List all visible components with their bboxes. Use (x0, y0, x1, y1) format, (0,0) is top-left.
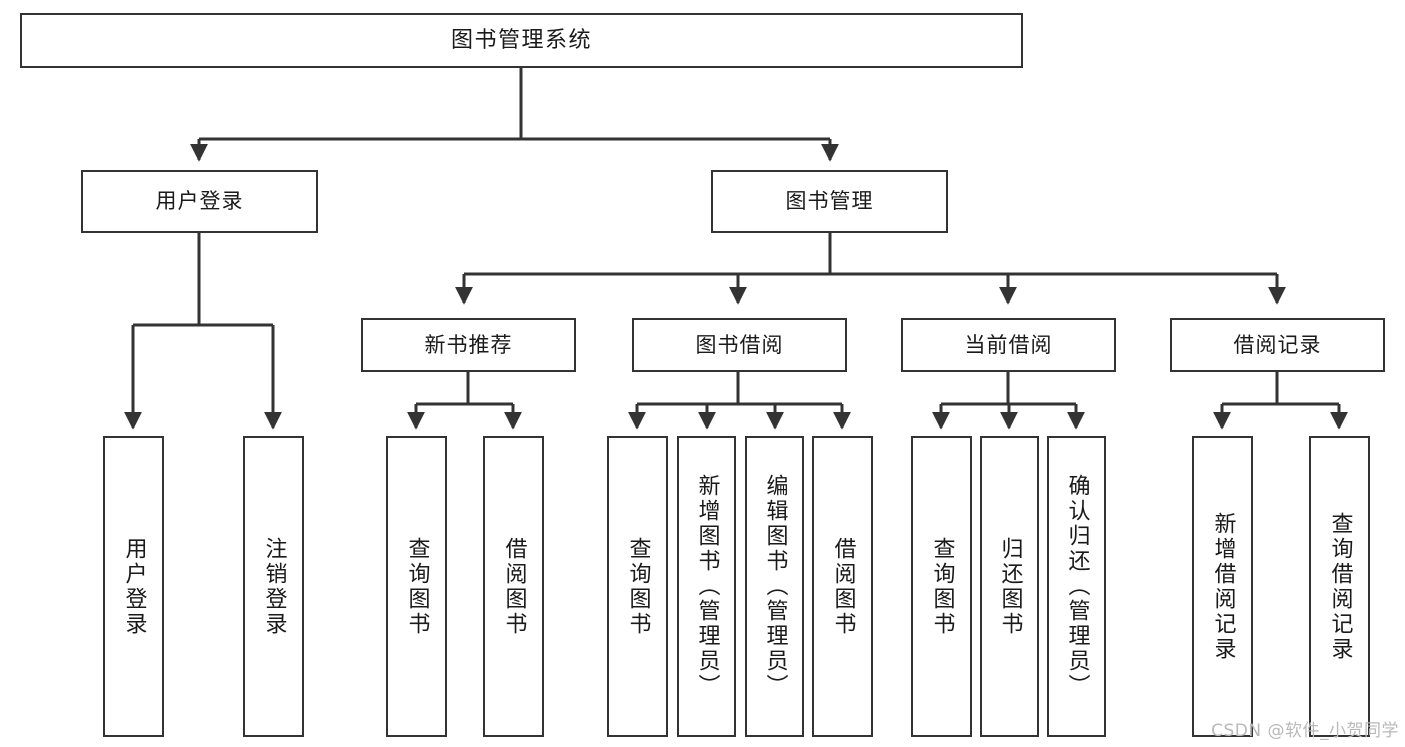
csdn-watermark: CSDN @软件_小贺同学 (1211, 721, 1399, 741)
node-label: 新书推荐 (424, 332, 513, 357)
node-label: 新增借阅记录 (1210, 511, 1236, 662)
leaf-user-login-login[interactable]: 用户登录 (103, 436, 164, 737)
node-label: 借阅记录 (1233, 332, 1322, 357)
node-label: 用户登录 (155, 189, 244, 214)
leaf-recommend-query-book[interactable]: 查询图书 (386, 436, 447, 737)
leaf-borrow-edit-book-admin[interactable]: 编辑图书（管理员） (745, 436, 804, 737)
node-label: 查询借阅记录 (1327, 511, 1353, 662)
leaf-borrow-borrow-book[interactable]: 借阅图书 (812, 436, 873, 737)
leaf-recommend-borrow-book[interactable]: 借阅图书 (483, 436, 544, 737)
leaf-record-query-record[interactable]: 查询借阅记录 (1309, 436, 1370, 737)
node-label: 查询图书 (929, 536, 955, 637)
node-label: 注销登录 (261, 536, 287, 637)
leaf-current-confirm-return-admin[interactable]: 确认归还（管理员） (1047, 436, 1106, 737)
node-book-borrow[interactable]: 图书借阅 (632, 318, 847, 372)
node-label: 借阅图书 (830, 536, 856, 637)
node-label: 查询图书 (625, 536, 651, 637)
leaf-user-login-logout[interactable]: 注销登录 (243, 436, 304, 737)
leaf-current-query-book[interactable]: 查询图书 (911, 436, 972, 737)
leaf-borrow-add-book-admin[interactable]: 新增图书（管理员） (677, 436, 736, 737)
node-root-system[interactable]: 图书管理系统 (20, 13, 1023, 68)
node-borrow-record[interactable]: 借阅记录 (1170, 318, 1385, 372)
node-label: 借阅图书 (501, 536, 527, 637)
node-label: 归还图书 (997, 536, 1023, 637)
node-label: 图书借阅 (695, 332, 784, 357)
node-label: 用户登录 (121, 536, 147, 637)
node-label: 图书管理系统 (450, 27, 592, 53)
node-new-book-recommend[interactable]: 新书推荐 (361, 318, 576, 372)
node-label: 查询图书 (404, 536, 430, 637)
node-label: 图书管理 (785, 189, 874, 214)
node-label: 编辑图书（管理员） (762, 474, 788, 699)
leaf-borrow-query-book[interactable]: 查询图书 (607, 436, 668, 737)
node-book-management[interactable]: 图书管理 (711, 170, 948, 233)
node-label: 确认归还（管理员） (1064, 474, 1090, 699)
node-user-login[interactable]: 用户登录 (81, 170, 318, 233)
node-current-borrow[interactable]: 当前借阅 (901, 318, 1116, 372)
leaf-record-add-record[interactable]: 新增借阅记录 (1192, 436, 1253, 737)
node-label: 新增图书（管理员） (694, 474, 720, 699)
leaf-current-return-book[interactable]: 归还图书 (980, 436, 1039, 737)
node-label: 当前借阅 (964, 332, 1053, 357)
